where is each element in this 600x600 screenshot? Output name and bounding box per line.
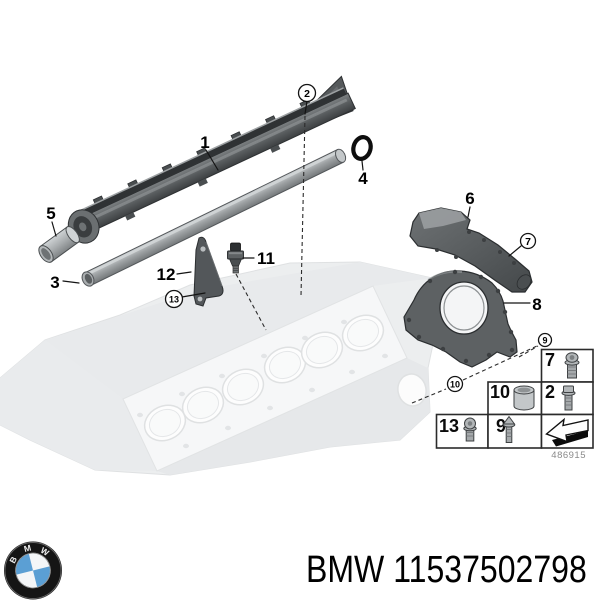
legend-table: 7 10 <box>435 348 594 449</box>
drawing-number: 486915 <box>551 450 586 461</box>
bmw-logo: B M W <box>2 541 66 600</box>
o-ring-part <box>351 135 373 161</box>
circled-callout-10: 10 <box>446 375 464 393</box>
bracket-plate-part <box>193 236 224 307</box>
svg-text:10: 10 <box>490 382 510 402</box>
oil-pipe-part <box>81 148 347 287</box>
callout-1: 1 <box>200 133 209 152</box>
exploded-parts-diagram: 1 3 4 5 6 8 11 12 2 7 9 1 <box>0 75 594 476</box>
circled-callout-13: 13 <box>164 289 184 309</box>
legend-cell-13: 13 <box>435 413 489 449</box>
pan-torx-bolt-icon <box>463 417 477 442</box>
legend-cell-9: 9 <box>487 413 543 449</box>
hex-flange-bolt-icon <box>561 385 576 411</box>
callout-3: 3 <box>50 273 59 292</box>
svg-text:7: 7 <box>525 236 531 248</box>
circled-callouts: 2 7 9 10 13 <box>164 83 553 393</box>
callout-5: 5 <box>46 204 55 223</box>
brand-name: BMW <box>306 549 385 591</box>
svg-text:13: 13 <box>439 416 459 436</box>
part-callouts: 1 3 4 5 6 8 11 12 <box>46 133 541 314</box>
rear-seal-bore <box>397 373 427 407</box>
circled-callout-7: 7 <box>519 232 537 250</box>
coolant-rail-part <box>67 75 356 244</box>
legend-cell-10: 10 <box>487 381 543 416</box>
legend-cell-arrow <box>540 413 594 449</box>
svg-text:9: 9 <box>496 416 506 436</box>
svg-text:2: 2 <box>304 88 310 100</box>
callout-6: 6 <box>465 189 474 208</box>
callout-4: 4 <box>358 169 368 188</box>
engine-block-watermark <box>0 261 443 476</box>
cone-head-bolt-icon <box>502 416 516 443</box>
dowel-sleeve-icon <box>513 385 535 411</box>
callout-11: 11 <box>257 249 275 268</box>
legend-cell-7: 7 <box>540 348 594 383</box>
callout-8: 8 <box>532 295 541 314</box>
hose-sleeve-part <box>38 225 80 263</box>
part-number: 11537502798 <box>393 549 587 591</box>
rear-seal-housing-part <box>403 269 518 368</box>
svg-text:9: 9 <box>542 336 547 346</box>
cover-part <box>409 207 533 293</box>
oil-pressure-sensor-part <box>227 242 244 274</box>
rail-gasket <box>75 88 347 220</box>
flange-torx-bolt-icon <box>564 352 580 379</box>
logo-letter-m: M <box>23 542 32 553</box>
circled-callout-9: 9 <box>537 332 553 348</box>
svg-text:2: 2 <box>545 382 555 402</box>
svg-text:10: 10 <box>450 380 460 390</box>
legend-cell-2: 2 <box>540 381 594 416</box>
svg-text:7: 7 <box>545 350 555 370</box>
reference-dashed-lines <box>235 115 539 404</box>
svg-text:13: 13 <box>169 295 179 305</box>
logo-letter-b: B <box>7 555 19 565</box>
cylinder-bores <box>143 314 385 442</box>
callout-12: 12 <box>157 265 176 284</box>
leader-lines <box>51 100 531 304</box>
circled-callout-2: 2 <box>297 83 317 103</box>
part-number-title: BMW 11537502798 <box>306 549 587 591</box>
direction-arrow-icon <box>545 417 589 447</box>
